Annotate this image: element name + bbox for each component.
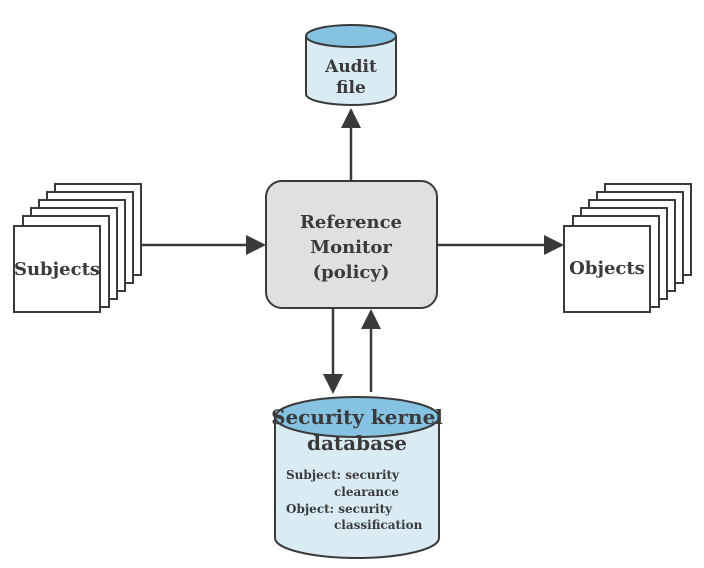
database-subject-label: Subject: security xyxy=(286,468,400,482)
objects-label: Objects xyxy=(569,258,645,279)
reference-monitor-label-line2: Monitor xyxy=(310,237,392,258)
security-kernel-database-cylinder: Security kernel database Subject: securi… xyxy=(271,396,443,559)
database-title-line2: database xyxy=(307,431,407,455)
audit-file-cylinder: Audit file xyxy=(305,24,397,106)
reference-monitor-label-line3: (policy) xyxy=(313,262,390,283)
database-object-label: Object: security xyxy=(286,502,393,516)
reference-monitor-label-line1: Reference xyxy=(300,212,402,233)
database-object-value: classification xyxy=(334,518,423,532)
audit-file-label-line2: file xyxy=(336,78,366,98)
database-title-line1: Security kernel xyxy=(271,405,443,429)
reference-monitor-box: Reference Monitor (policy) xyxy=(265,180,438,309)
objects-document-stack xyxy=(563,183,692,313)
subjects-label: Subjects xyxy=(14,259,100,280)
subjects-document-stack xyxy=(13,183,142,313)
audit-file-label-line1: Audit xyxy=(324,57,377,77)
database-subject-value: clearance xyxy=(334,485,399,499)
